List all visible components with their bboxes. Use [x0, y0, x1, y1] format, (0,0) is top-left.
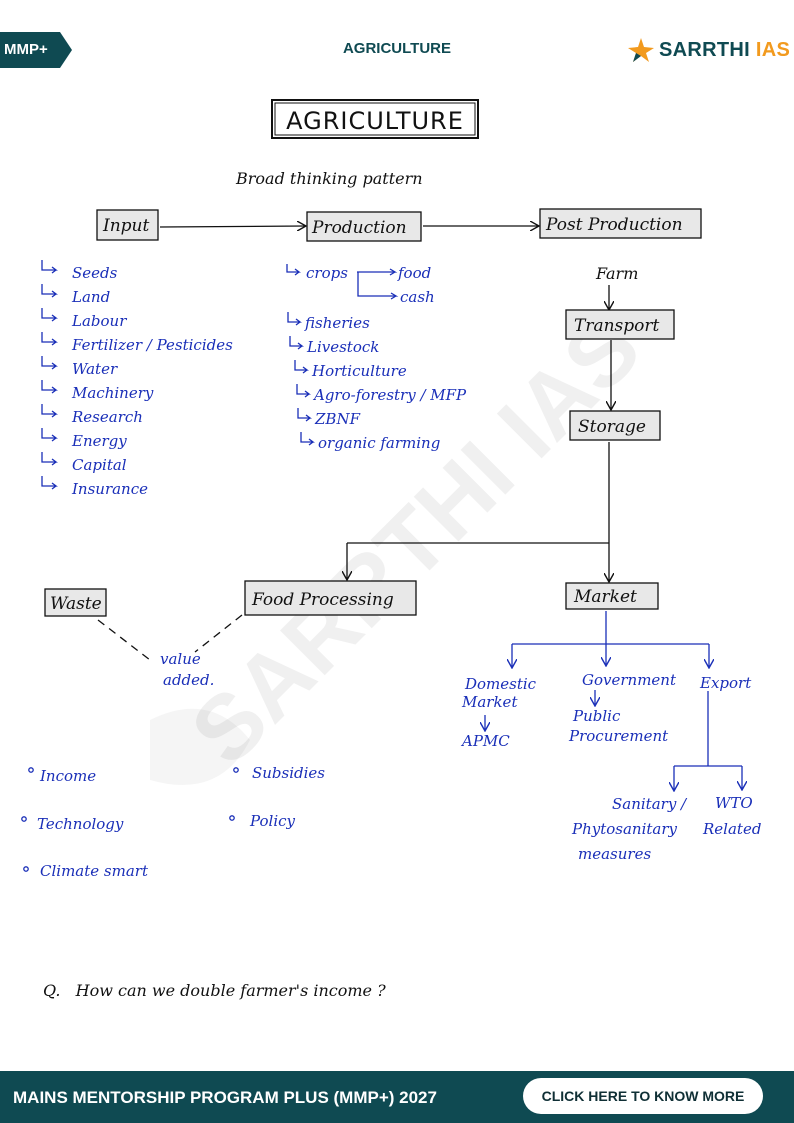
question-text: Q. How can we double farmer's income ?	[43, 981, 386, 1000]
know-more-button[interactable]: CLICK HERE TO KNOW MORE	[523, 1078, 763, 1114]
production-box-label: Production	[311, 218, 407, 238]
sanitary-label: Sanitary /	[612, 795, 688, 813]
input-list	[41, 260, 58, 490]
post-production-box	[539, 208, 702, 239]
production-crops: crops	[306, 264, 348, 282]
public-procurement-label: Public	[572, 707, 621, 725]
market-branches	[485, 611, 742, 790]
production-item: organic farming	[318, 434, 440, 452]
market-box-label: Market	[573, 587, 637, 607]
crop-type-cash: cash	[400, 288, 435, 306]
input-item: Seeds	[72, 264, 118, 282]
footer-program-text: MAINS MENTORSHIP PROGRAM PLUS (MMP+) 202…	[13, 1088, 437, 1107]
transport-box	[565, 309, 675, 340]
footer-banner: MAINS MENTORSHIP PROGRAM PLUS (MMP+) 202…	[0, 1071, 794, 1123]
apmc-label: APMC	[460, 732, 510, 750]
input-item: Land	[71, 288, 110, 306]
input-box-label: Input	[102, 216, 149, 236]
notes-title-box	[271, 99, 479, 139]
bullet-item: Income	[39, 767, 96, 785]
sarrthi-logo[interactable]: SARRTHI IAS	[627, 37, 790, 63]
value-added-label: value	[160, 650, 201, 668]
mmp-badge: MMP+	[0, 32, 72, 68]
waste-box-label: Waste	[50, 594, 102, 614]
notes-canvas: AGRICULTURE Broad thinking pattern Input…	[21, 99, 761, 1000]
production-item: ZBNF	[314, 410, 361, 428]
input-item: Insurance	[71, 480, 148, 498]
public-procurement-label: Procurement	[568, 727, 669, 745]
input-item: Energy	[71, 432, 127, 450]
market-box	[565, 582, 659, 610]
input-box	[96, 209, 159, 241]
page-header-title: AGRICULTURE	[342, 40, 452, 57]
input-item: Labour	[71, 312, 127, 330]
food-processing-box	[244, 580, 417, 616]
production-item: Agro-forestry / MFP	[312, 386, 467, 404]
input-item: Research	[71, 408, 143, 426]
storage-box-label: Storage	[578, 417, 646, 437]
bullet-item: Policy	[249, 812, 296, 830]
post-production-box-label: Post Production	[545, 215, 683, 235]
production-item: Livestock	[306, 338, 379, 356]
waste-box	[44, 588, 107, 617]
crop-type-food: food	[397, 264, 431, 282]
food-processing-box-label: Food Processing	[251, 590, 394, 610]
storage-box	[569, 410, 661, 441]
notes-subtitle: Broad thinking pattern	[235, 169, 423, 188]
logo-text-main: SARRTHI	[659, 38, 750, 61]
domestic-market-label: Market	[461, 693, 518, 711]
export-label: Export	[699, 674, 752, 692]
domestic-market-label: Domestic	[464, 675, 537, 693]
value-added-label: added.	[163, 671, 214, 689]
production-item: Horticulture	[311, 362, 407, 380]
bullet-item: Technology	[37, 815, 124, 833]
star-logo-icon	[628, 38, 654, 62]
sanitary-label: measures	[578, 845, 651, 863]
government-label: Government	[582, 671, 677, 689]
bullet-item: Subsidies	[252, 764, 325, 782]
wto-label: Related	[702, 820, 761, 838]
bullet-dots	[21, 767, 239, 872]
production-item: fisheries	[304, 314, 370, 332]
notes-title: AGRICULTURE	[286, 107, 464, 135]
input-item: Water	[72, 360, 118, 378]
farm-label: Farm	[595, 264, 638, 283]
logo-text-accent: IAS	[755, 38, 791, 61]
transport-box-label: Transport	[574, 316, 660, 336]
production-list	[286, 264, 399, 446]
sanitary-label: Phytosanitary	[571, 820, 678, 838]
bullet-item: Climate smart	[40, 862, 149, 880]
input-item: Machinery	[71, 384, 154, 402]
input-item: Fertilizer / Pesticides	[71, 336, 233, 354]
wto-label: WTO	[715, 794, 753, 812]
input-item: Capital	[72, 456, 127, 474]
